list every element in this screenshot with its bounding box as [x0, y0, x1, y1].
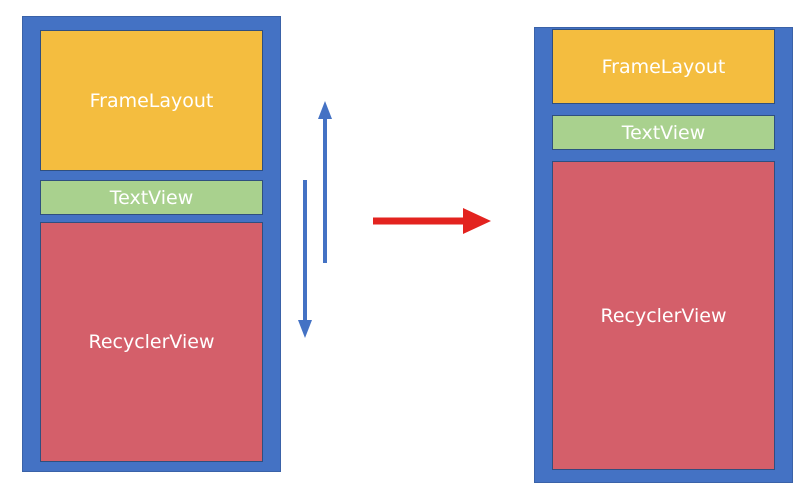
text-view-after: TextView	[552, 115, 775, 150]
arrow-down-icon	[298, 180, 312, 338]
recycler-view-after: RecyclerView	[552, 161, 775, 470]
text-view-after-label: TextView	[621, 121, 706, 144]
arrow-right-icon	[373, 208, 491, 234]
recycler-view-after-label: RecyclerView	[600, 304, 727, 327]
layout-after-container: FrameLayout TextView RecyclerView	[534, 27, 793, 483]
frame-layout-before-label: FrameLayout	[89, 89, 214, 112]
arrow-up-icon	[318, 101, 332, 263]
frame-layout-before: FrameLayout	[40, 30, 263, 171]
text-view-before: TextView	[40, 180, 263, 215]
recycler-view-before-label: RecyclerView	[88, 331, 215, 353]
recycler-view-before: RecyclerView	[40, 222, 263, 462]
text-view-before-label: TextView	[109, 186, 194, 209]
frame-layout-after: FrameLayout	[552, 29, 775, 104]
layout-before-container: FrameLayout TextView RecyclerView	[22, 16, 281, 472]
frame-layout-after-label: FrameLayout	[601, 55, 726, 78]
